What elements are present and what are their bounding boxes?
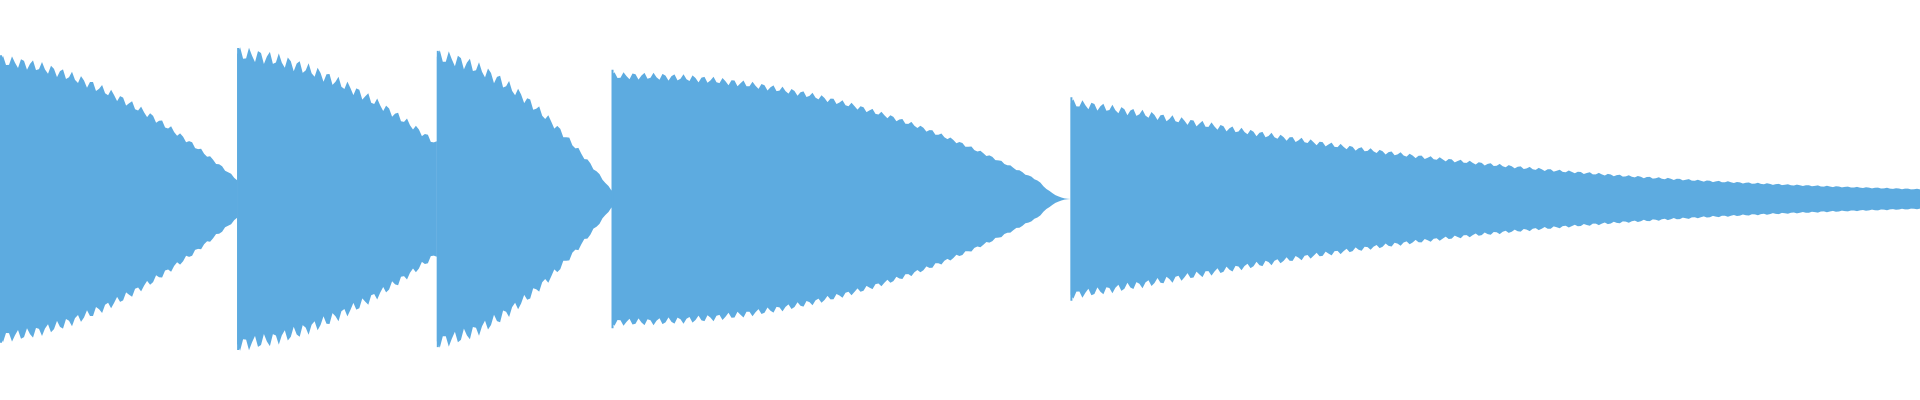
waveform-segment-5 — [1070, 99, 1920, 299]
waveform-segment-4 — [611, 72, 1071, 326]
waveform-segment-1 — [0, 55, 238, 343]
waveform-segment-3 — [436, 50, 612, 348]
waveform-segments — [0, 47, 1920, 351]
waveform-segment-2 — [237, 47, 437, 351]
